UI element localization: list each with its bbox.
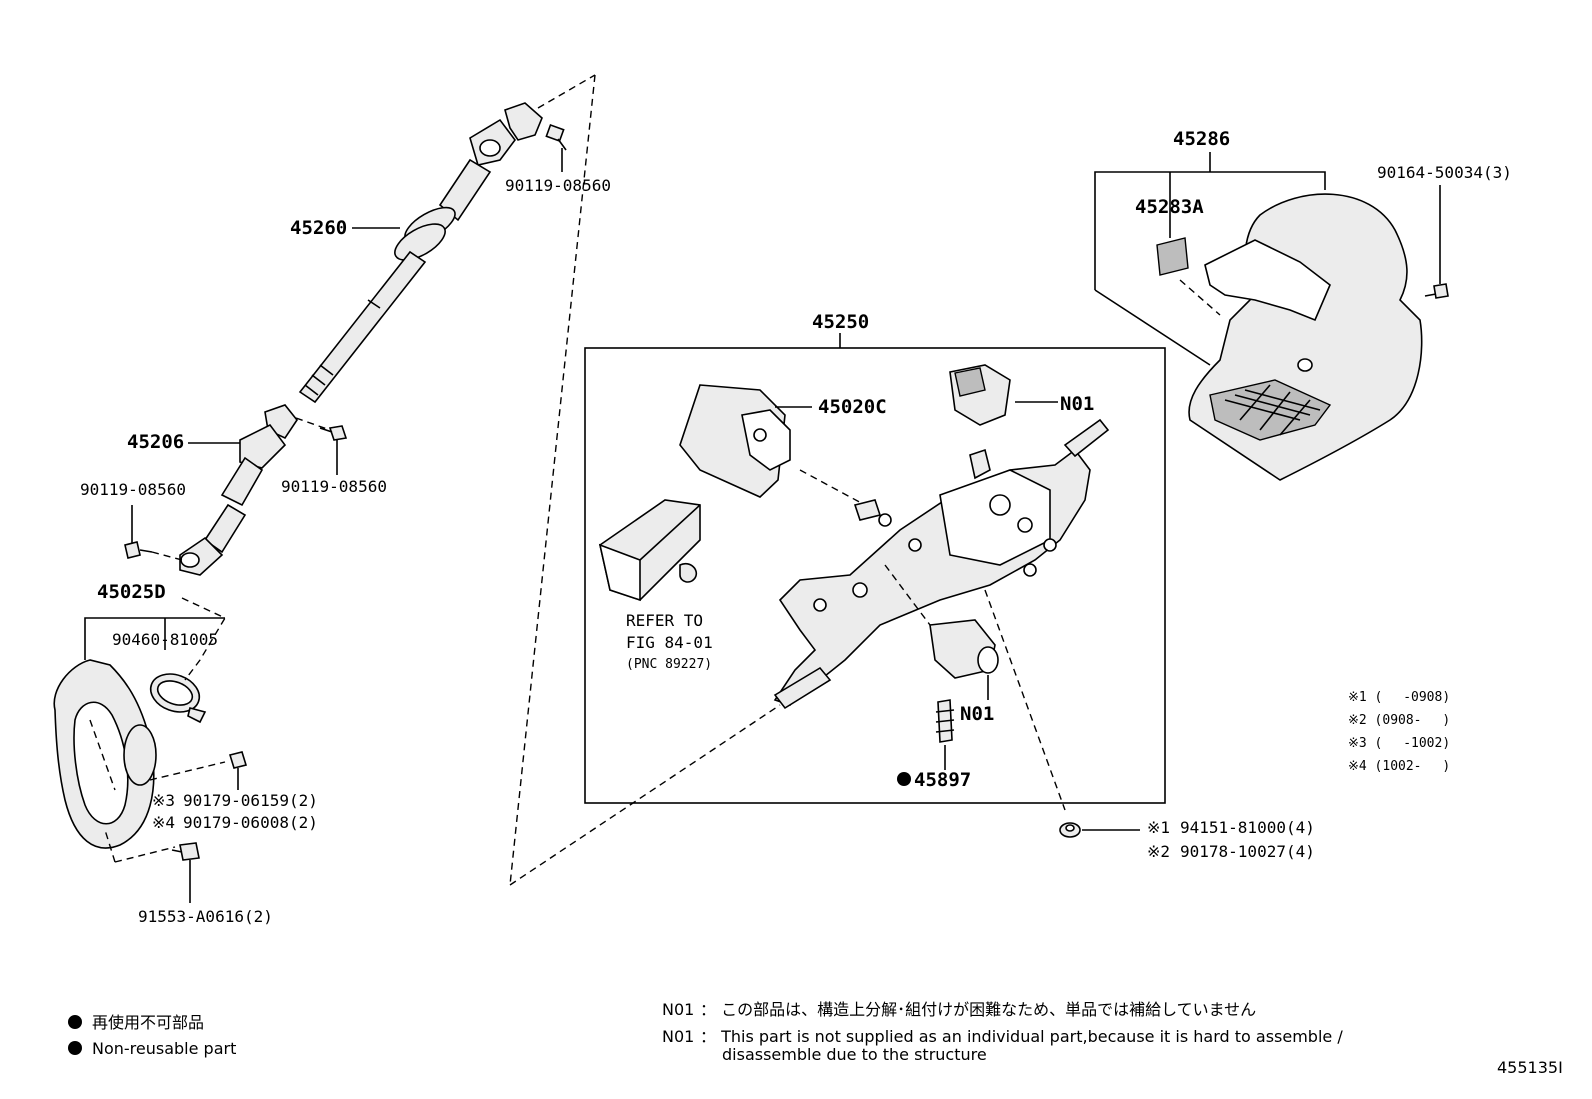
screw-cover-part <box>1424 185 1449 299</box>
label-cover-assy: 45286 <box>1173 128 1230 150</box>
label-hole-cover: 45025D <box>97 581 166 603</box>
label-clamp: 90460-81005 <box>112 630 218 649</box>
nut-a-part <box>228 751 248 790</box>
column-cover-part <box>1156 193 1423 481</box>
footnote-jp: ： この部品は、構造上分解･組付けが困難なため、単品では補給していません <box>700 1000 1256 1019</box>
label-refer-3: (PNC 89227) <box>626 657 712 672</box>
legend-jp: 再使用不可部品 <box>92 1013 204 1032</box>
cover-leaders <box>1094 152 1326 366</box>
label-refer-2: FIG 84-01 <box>626 633 713 652</box>
label-nut-d: 90178-10027(4) <box>1180 842 1315 861</box>
universal-joint-part <box>179 404 298 576</box>
column-body-part <box>773 418 1110 710</box>
label-bolt-column: 45897 <box>914 769 971 791</box>
bolt-upper-part <box>537 74 596 172</box>
label-universal-joint: 45206 <box>127 431 184 453</box>
bolt-bottom-part <box>171 842 200 903</box>
mark-3: ※3 <box>152 791 175 810</box>
control-unit-part <box>598 499 701 602</box>
mark-2: ※2 <box>1147 842 1170 861</box>
range-note-3: ※3 ( -1002) <box>1348 736 1450 751</box>
legend-dot-en <box>68 1041 82 1055</box>
legend-en: Non-reusable part <box>92 1039 236 1058</box>
picture-code: 455135I <box>1497 1058 1563 1077</box>
label-nut-a: 90179-06159(2) <box>183 791 318 810</box>
label-bolt-bottom: 91553-A0616(2) <box>138 907 273 926</box>
label-refer-1: REFER TO <box>626 611 703 630</box>
footnote-code-1: N01 <box>662 1000 694 1019</box>
mark-1: ※1 <box>1147 818 1170 837</box>
range-note-1: ※1 ( -0908) <box>1348 690 1450 705</box>
label-column-assy: 45250 <box>812 311 869 333</box>
bolt-column-part <box>935 699 955 743</box>
label-intermediate-shaft: 45260 <box>290 217 347 239</box>
range-note-2: ※2 (0908- ) <box>1348 713 1450 728</box>
non-reusable-dot-column <box>897 772 911 786</box>
hole-cover-leaders <box>84 597 226 863</box>
label-lock-assy: 45020C <box>818 396 887 418</box>
footnote-en-2: disassemble due to the structure <box>722 1045 987 1064</box>
label-screw-cover: 90164-50034(3) <box>1377 163 1512 182</box>
motor-top-part <box>949 364 1058 426</box>
label-cover-lower: 45283A <box>1135 196 1204 218</box>
label-bolt-upper: 90119-08560 <box>505 176 611 195</box>
footnote-en-1: ： This part is not supplied as an indivi… <box>700 1027 1343 1046</box>
label-motor-bottom: N01 <box>960 703 994 725</box>
nut-c-part <box>1059 822 1140 838</box>
column-assy-box <box>584 347 1166 804</box>
label-motor-top: N01 <box>1060 393 1094 415</box>
label-nut-b: 90179-06008(2) <box>183 813 318 832</box>
bolt-left-part <box>124 505 183 561</box>
label-bolt-left: 90119-08560 <box>80 480 186 499</box>
range-note-4: ※4 (1002- ) <box>1348 759 1450 774</box>
bolt-mid-part <box>295 417 348 475</box>
intermediate-shaft-part <box>298 102 543 404</box>
motor-bottom-part <box>929 619 999 700</box>
lock-assy-part <box>679 384 866 506</box>
label-nut-c: 94151-81000(4) <box>1180 818 1315 837</box>
legend-dot-jp <box>68 1015 82 1029</box>
footnote-code-2: N01 <box>662 1027 694 1046</box>
hole-cover-part <box>53 659 207 849</box>
mark-4: ※4 <box>152 813 175 832</box>
label-bolt-mid: 90119-08560 <box>281 477 387 496</box>
